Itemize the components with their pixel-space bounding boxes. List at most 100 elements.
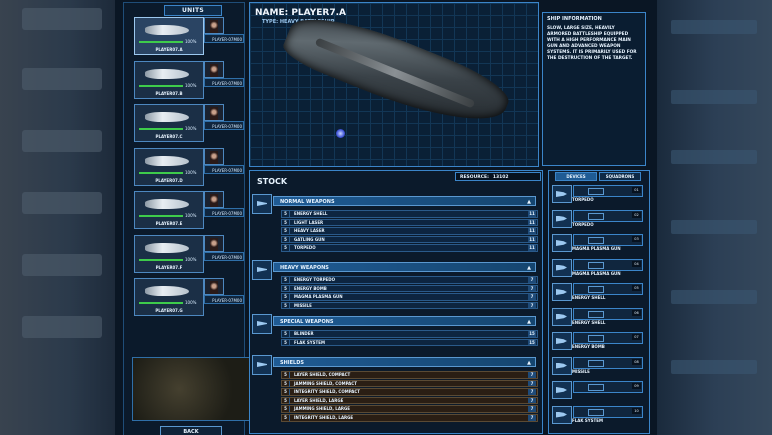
chevron-up-icon[interactable]: ▲ bbox=[527, 319, 531, 325]
device-slot-label: FLAK SYSTEM bbox=[572, 417, 603, 423]
category-label: HEAVY WEAPONS bbox=[280, 265, 329, 271]
stock-item-count: 5 bbox=[282, 415, 290, 421]
stock-item-count: 5 bbox=[282, 245, 290, 252]
device-slot-box[interactable]: 10 bbox=[573, 405, 643, 418]
unit-hp-percent: 100% bbox=[185, 300, 197, 305]
stock-item-cost: 7 bbox=[528, 380, 536, 387]
stock-item-count: 5 bbox=[282, 397, 290, 404]
pilot-avatar bbox=[204, 60, 224, 78]
background-ghost bbox=[671, 290, 757, 304]
background-ghost bbox=[22, 192, 102, 214]
pilot-name: PLAYER-07M00 bbox=[204, 208, 244, 217]
unit-name: PLAYER07.D bbox=[155, 177, 183, 183]
device-slot-number: 08 bbox=[632, 358, 641, 365]
stock-item-label: MAGMA PLASMA GUN bbox=[294, 294, 343, 300]
unit-card[interactable]: 100%PLAYER07.C bbox=[134, 104, 204, 142]
unit-hp-bar bbox=[139, 302, 183, 304]
stock-item-count: 5 bbox=[282, 236, 290, 243]
category-header[interactable]: SPECIAL WEAPONS▲ bbox=[273, 316, 536, 326]
device-slot-number: 01 bbox=[632, 187, 641, 193]
chevron-up-icon[interactable]: ▲ bbox=[527, 360, 531, 366]
unit-card[interactable]: 100%PLAYER07.G bbox=[134, 278, 204, 316]
stock-item-cost: 15 bbox=[528, 331, 536, 337]
device-slot[interactable]: 09 bbox=[552, 381, 646, 402]
stock-item-cost: 15 bbox=[528, 339, 536, 346]
device-weapon-icon bbox=[552, 332, 572, 350]
unit-card[interactable]: 100%PLAYER07.A bbox=[134, 17, 204, 55]
device-slot-box[interactable]: 07 bbox=[573, 332, 643, 344]
unit-hp-percent: 100% bbox=[185, 169, 197, 175]
tab-devices[interactable]: DEVICES bbox=[555, 172, 597, 181]
unit-card[interactable]: 100%PLAYER07.D bbox=[134, 147, 204, 186]
device-weapon-icon bbox=[552, 258, 572, 277]
device-slot-box[interactable]: 03 bbox=[573, 234, 643, 246]
device-slot-box[interactable]: 06 bbox=[573, 307, 643, 320]
device-slot-box[interactable]: 05 bbox=[573, 283, 643, 295]
device-slot-box[interactable]: 01 bbox=[573, 185, 643, 197]
category-header[interactable]: NORMAL WEAPONS▲ bbox=[273, 196, 536, 206]
device-slot-number: 09 bbox=[632, 383, 641, 389]
device-slot-box[interactable]: 08 bbox=[573, 356, 643, 369]
device-slot-label: ENERGY SHELL bbox=[572, 295, 606, 300]
stock-item-label: JAMMING SHIELD, LARGE bbox=[294, 406, 351, 412]
device-weapon-icon bbox=[552, 209, 572, 228]
tab-squadrons[interactable]: SQUADRONS bbox=[599, 172, 641, 181]
background-ghost bbox=[671, 20, 757, 34]
unit-card[interactable]: 100%PLAYER07.E bbox=[134, 191, 204, 229]
chevron-up-icon[interactable]: ▲ bbox=[527, 265, 531, 271]
minimap[interactable] bbox=[132, 357, 250, 421]
device-slot-box[interactable]: 09 bbox=[573, 381, 643, 393]
pilot-portrait bbox=[210, 281, 218, 294]
background-ghost bbox=[22, 254, 102, 276]
unit-card[interactable]: 100%PLAYER07.F bbox=[134, 234, 204, 273]
unit-ship-icon bbox=[145, 242, 189, 253]
unit-name: PLAYER07.F bbox=[155, 264, 183, 270]
unit-name: PLAYER07.B bbox=[155, 90, 183, 96]
background-ghost bbox=[671, 220, 757, 234]
pilot-name: PLAYER-07M00 bbox=[204, 77, 244, 87]
device-slot-box[interactable]: 04 bbox=[573, 258, 643, 271]
device-slot-number: 04 bbox=[632, 260, 641, 267]
stock-item-count: 5 bbox=[282, 380, 290, 387]
back-button[interactable]: BACK bbox=[160, 426, 222, 435]
device-slot-box[interactable]: 02 bbox=[573, 209, 643, 222]
chevron-up-icon[interactable]: ▲ bbox=[527, 199, 531, 205]
stock-item-label: LAYER SHIELD, COMPACT bbox=[294, 372, 351, 377]
unit-card[interactable]: 100%PLAYER07.B bbox=[134, 60, 204, 99]
category-header[interactable]: HEAVY WEAPONS ▲ bbox=[273, 262, 536, 272]
category-header[interactable]: SHIELDS▲ bbox=[273, 357, 536, 367]
